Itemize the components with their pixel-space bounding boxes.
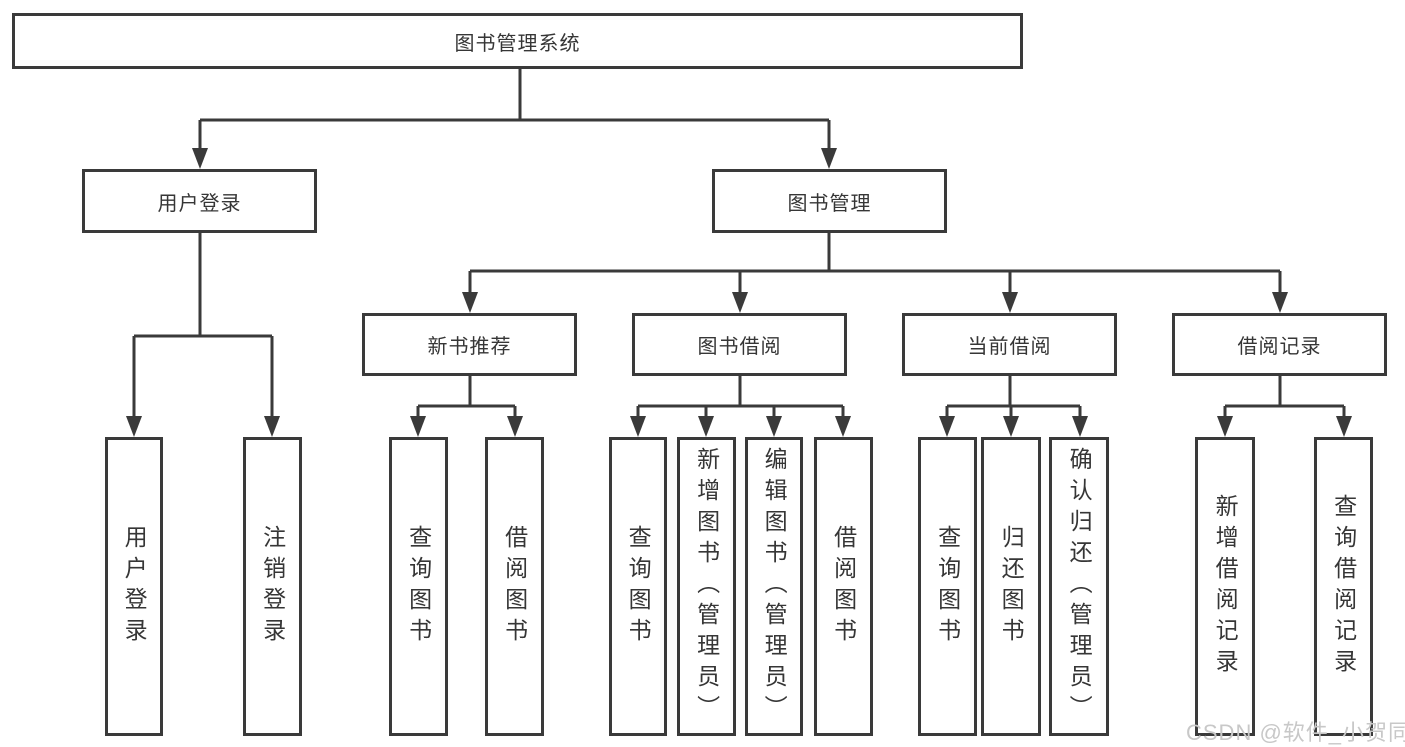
- node-leaf-query-book-2: 查询图书: [609, 437, 667, 736]
- node-label: 归还图书: [998, 524, 1025, 649]
- node-label: 确认归还（管理员）: [1066, 447, 1093, 726]
- node-leaf-add-book-admin: 新增图书（管理员）: [677, 437, 736, 736]
- node-label: 借阅图书: [830, 524, 857, 649]
- node-root-book-management-system: 图书管理系统: [12, 13, 1023, 69]
- csdn-watermark: CSDN @软件_小贺同学: [1186, 720, 1405, 745]
- node-book-management: 图书管理: [712, 169, 947, 233]
- arrowheads: [126, 148, 1352, 437]
- node-new-book-recommendation: 新书推荐: [362, 313, 577, 376]
- node-label: 借阅图书: [501, 524, 528, 649]
- node-user-login: 用户登录: [82, 169, 317, 233]
- node-leaf-logout: 注销登录: [243, 437, 302, 736]
- node-label: 查询借阅记录: [1330, 493, 1357, 680]
- node-borrowing-records: 借阅记录: [1172, 313, 1387, 376]
- node-current-borrowing: 当前借阅: [902, 313, 1117, 376]
- node-leaf-user-login: 用户登录: [105, 437, 163, 736]
- node-leaf-edit-book-admin: 编辑图书（管理员）: [745, 437, 803, 736]
- node-leaf-borrow-book-1: 借阅图书: [485, 437, 544, 736]
- node-leaf-add-borrow-record: 新增借阅记录: [1195, 437, 1255, 736]
- node-label: 编辑图书（管理员）: [761, 447, 788, 726]
- node-label: 查询图书: [625, 524, 652, 649]
- node-leaf-query-borrow-record: 查询借阅记录: [1314, 437, 1373, 736]
- node-label: 查询图书: [405, 524, 432, 649]
- node-leaf-borrow-book-2: 借阅图书: [814, 437, 873, 736]
- node-book-borrowing: 图书借阅: [632, 313, 847, 376]
- node-leaf-return-book: 归还图书: [981, 437, 1041, 736]
- node-leaf-query-book-1: 查询图书: [389, 437, 448, 736]
- node-label: 新增借阅记录: [1212, 493, 1239, 680]
- node-label: 用户登录: [121, 524, 148, 649]
- node-leaf-query-book-3: 查询图书: [918, 437, 977, 736]
- node-label: 注销登录: [259, 524, 286, 649]
- node-label: 查询图书: [934, 524, 961, 649]
- node-label: 新增图书（管理员）: [693, 447, 720, 726]
- node-leaf-confirm-return-admin: 确认归还（管理员）: [1049, 437, 1109, 736]
